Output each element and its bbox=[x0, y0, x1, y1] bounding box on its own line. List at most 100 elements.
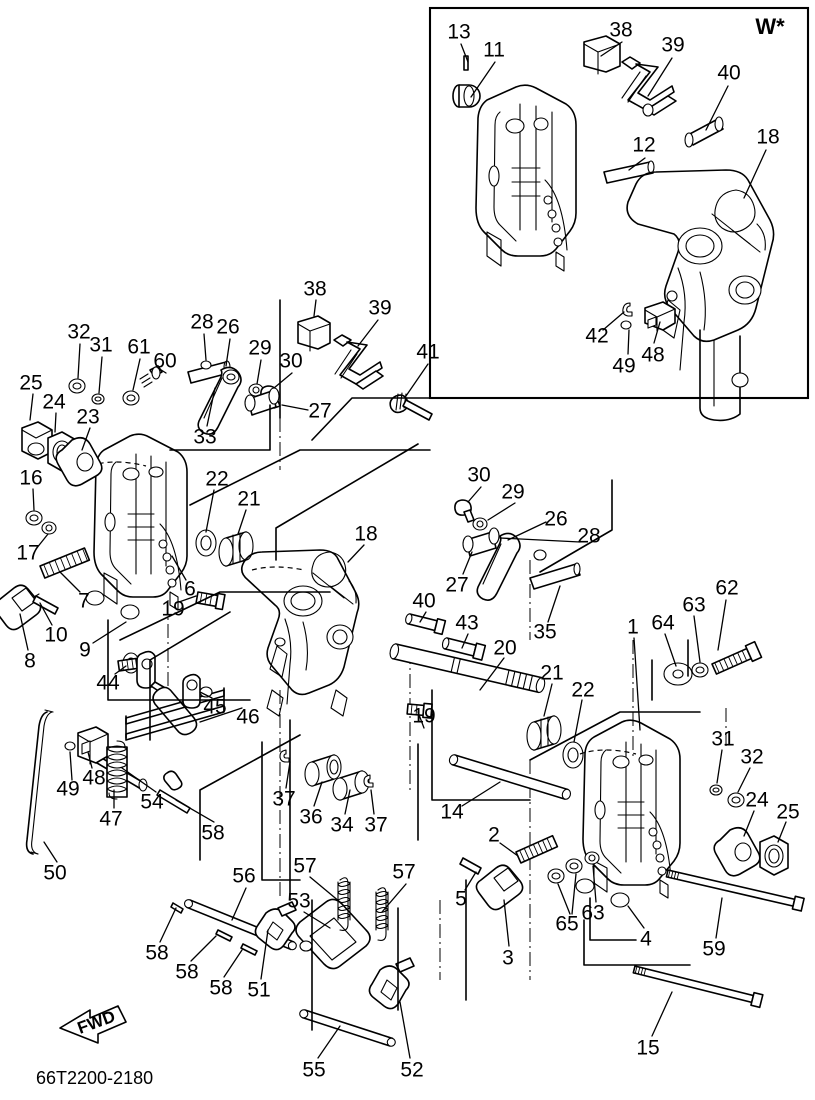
callout-39: 39 bbox=[368, 296, 392, 320]
inset-part-40 bbox=[684, 116, 724, 148]
callout-10: 10 bbox=[44, 623, 68, 647]
callout-25: 25 bbox=[19, 371, 43, 395]
callout-58: 58 bbox=[175, 960, 199, 984]
callout-38: 38 bbox=[609, 18, 633, 42]
callout-29: 29 bbox=[248, 336, 272, 360]
callout-34: 34 bbox=[330, 813, 354, 837]
callout-51: 51 bbox=[247, 978, 271, 1002]
callout-52: 52 bbox=[400, 1058, 424, 1082]
parts-36-34-37 bbox=[279, 702, 433, 801]
callout-23: 23 bbox=[76, 405, 100, 429]
parts-21-22-right bbox=[526, 715, 584, 769]
parts-16-17-7-10-8 bbox=[0, 510, 91, 631]
callout-30: 30 bbox=[279, 349, 303, 373]
inset-panel-frame bbox=[428, 6, 810, 400]
callout-7: 7 bbox=[78, 589, 90, 613]
callout-57: 57 bbox=[293, 854, 317, 878]
callout-15: 15 bbox=[636, 1036, 660, 1060]
parts-62-63-64 bbox=[663, 640, 763, 686]
callout-27: 27 bbox=[445, 573, 469, 597]
inset-part-39 bbox=[621, 56, 677, 117]
callout-18: 18 bbox=[756, 125, 780, 149]
callout-21: 21 bbox=[237, 487, 261, 511]
callout-44: 44 bbox=[96, 671, 120, 695]
callout-47: 47 bbox=[99, 807, 123, 831]
callout-3: 3 bbox=[502, 946, 514, 970]
parts-59-15-bolts bbox=[632, 869, 805, 1009]
callout-8: 8 bbox=[24, 649, 36, 673]
parts-31-32-24-25-right bbox=[709, 784, 789, 877]
inset-part-12 bbox=[603, 160, 655, 184]
callout-48: 48 bbox=[82, 766, 106, 790]
callout-62: 62 bbox=[715, 576, 739, 600]
callout-43: 43 bbox=[455, 611, 479, 635]
callout-37: 37 bbox=[364, 813, 388, 837]
parts-38-39-41-left bbox=[297, 315, 433, 421]
part-1-clamp-bracket-right bbox=[575, 719, 681, 908]
callout-29: 29 bbox=[501, 480, 525, 504]
callout-4: 4 bbox=[640, 927, 652, 951]
assembly-grouping-lines bbox=[107, 299, 701, 1031]
callout-50: 50 bbox=[43, 861, 67, 885]
parts-20-43-40-tube bbox=[389, 613, 546, 694]
inset-part-11 bbox=[452, 84, 481, 108]
callout-58: 58 bbox=[201, 821, 225, 845]
callout-35: 35 bbox=[533, 620, 557, 644]
callout-31: 31 bbox=[711, 727, 735, 751]
callout-58: 58 bbox=[145, 941, 169, 965]
parts-28-26-29-30-33-27 bbox=[187, 360, 281, 435]
callout-20: 20 bbox=[493, 636, 517, 660]
part-18-center-bracket bbox=[240, 549, 360, 717]
callout-53: 53 bbox=[287, 889, 311, 913]
callout-33: 33 bbox=[193, 425, 217, 449]
fwd-arrow-marker: FWD bbox=[59, 1005, 127, 1044]
callout-19: 19 bbox=[161, 597, 185, 621]
callout-61: 61 bbox=[127, 335, 151, 359]
callout-32: 32 bbox=[740, 745, 764, 769]
callout-49: 49 bbox=[612, 354, 636, 378]
callout-24: 24 bbox=[745, 788, 769, 812]
parts-32-31-61-60 bbox=[68, 365, 163, 406]
callout-18: 18 bbox=[354, 522, 378, 546]
callout-22: 22 bbox=[571, 678, 595, 702]
callout-24: 24 bbox=[42, 390, 66, 414]
callout-28: 28 bbox=[577, 524, 601, 548]
leader-lines bbox=[19, 41, 787, 1059]
callout-31: 31 bbox=[89, 333, 113, 357]
parts-bottom-linkage bbox=[170, 877, 415, 1047]
callout-14: 14 bbox=[440, 800, 464, 824]
callout-2: 2 bbox=[488, 823, 500, 847]
callout-25: 25 bbox=[776, 800, 800, 824]
callout-45: 45 bbox=[203, 695, 227, 719]
callout-59: 59 bbox=[702, 937, 726, 961]
parts-right-upper bbox=[454, 499, 581, 601]
callout-40: 40 bbox=[717, 61, 741, 85]
callout-63: 63 bbox=[682, 593, 706, 617]
inset-small-parts bbox=[620, 301, 676, 332]
callout-56: 56 bbox=[232, 864, 256, 888]
callout-42: 42 bbox=[585, 324, 609, 348]
callout-27: 27 bbox=[308, 399, 332, 423]
parts-2-5-3-65-63 bbox=[459, 834, 600, 911]
callout-32: 32 bbox=[67, 320, 91, 344]
callout-64: 64 bbox=[651, 611, 675, 635]
callout-5: 5 bbox=[455, 887, 467, 911]
inset-panel-tag: W* bbox=[755, 14, 785, 39]
callout-54: 54 bbox=[140, 790, 164, 814]
callout-28: 28 bbox=[190, 310, 214, 334]
callout-26: 26 bbox=[544, 507, 568, 531]
callout-37: 37 bbox=[272, 787, 296, 811]
callout-48: 48 bbox=[641, 343, 665, 367]
callout-13: 13 bbox=[447, 20, 471, 44]
diagram-code-label: 66T2200-2180 bbox=[36, 1068, 154, 1088]
callout-55: 55 bbox=[302, 1058, 326, 1082]
callout-63: 63 bbox=[581, 901, 605, 925]
part-6-clamp-bracket bbox=[85, 433, 188, 620]
inset-part-18-swivel-bracket bbox=[626, 169, 775, 422]
callout-60: 60 bbox=[153, 349, 177, 373]
callout-16: 16 bbox=[19, 466, 43, 490]
callout-1: 1 bbox=[627, 615, 639, 639]
callout-57: 57 bbox=[392, 860, 416, 884]
